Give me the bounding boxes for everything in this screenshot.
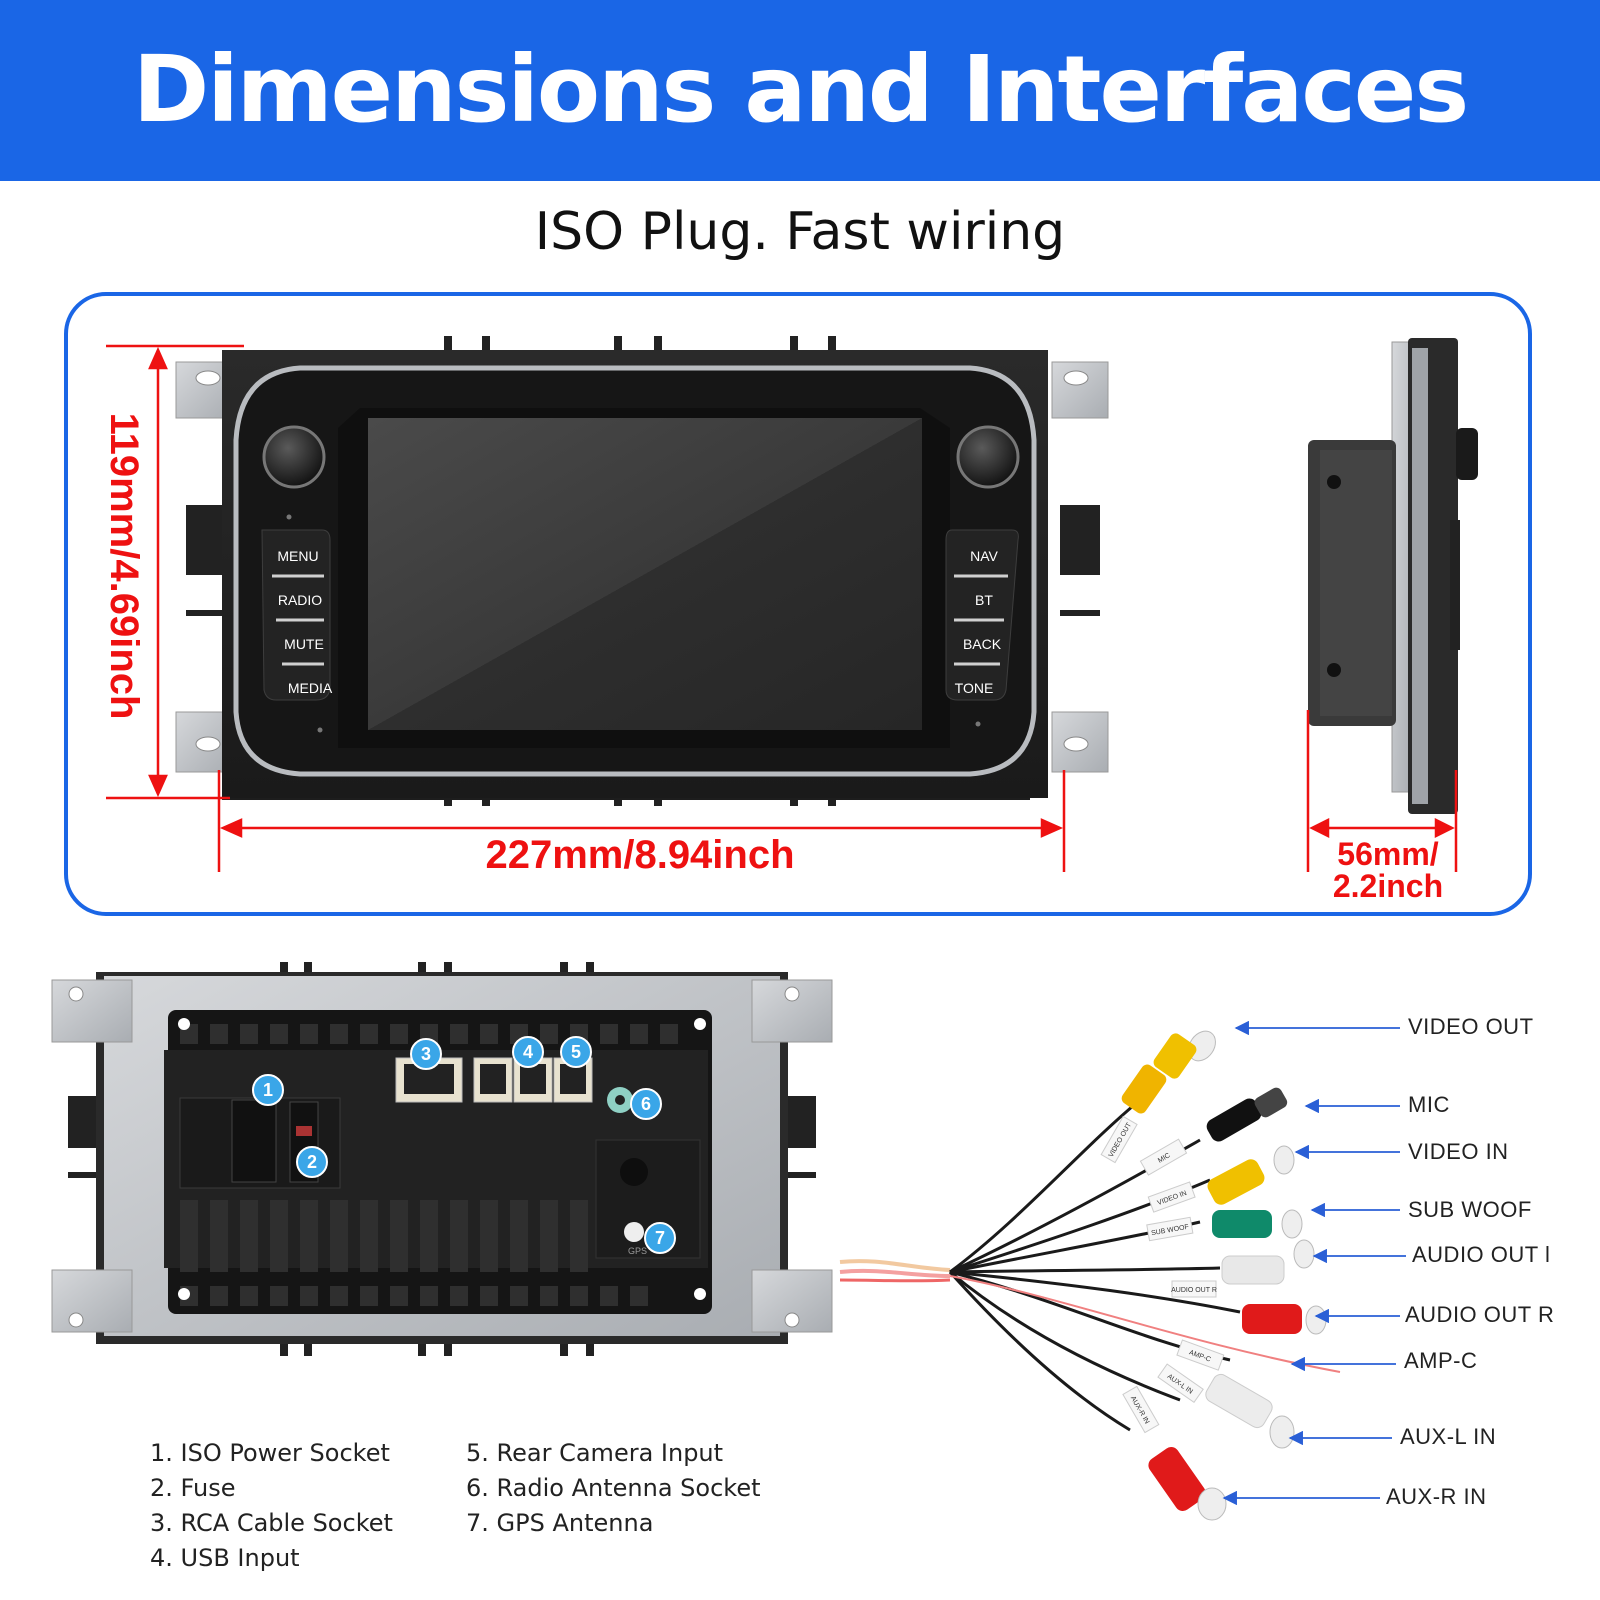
connector-badge-number: 2 (307, 1152, 317, 1172)
connector-badge-number: 1 (263, 1080, 273, 1100)
front-button-menu: MENU (277, 548, 318, 564)
connector-badge-7: 7 (644, 1222, 676, 1254)
front-button-mute: MUTE (284, 636, 324, 652)
cable-label-audio-out-l: AUDIO OUT l (1412, 1242, 1551, 1267)
cable-tag: AUX-R IN (1122, 1385, 1160, 1434)
connector-badge-3: 3 (410, 1038, 442, 1070)
cable-tag: SUB WOOF (1146, 1216, 1194, 1242)
legend-item-1: 1. ISO Power Socket (150, 1439, 390, 1467)
tuning-knob (956, 425, 1020, 489)
aux-r-plug (1148, 1446, 1227, 1521)
rear-panel: GPS 1 2 3 4 5 6 7 (51, 962, 833, 1356)
front-button-tone: TONE (955, 680, 994, 696)
connector-badge-number: 3 (421, 1044, 431, 1064)
connector-badge-number: 6 (641, 1094, 651, 1114)
width-label: 227mm/8.94inch (485, 833, 795, 877)
sub-woof-plug (1212, 1209, 1303, 1239)
product-frame (64, 292, 1532, 916)
gps-mark: GPS (628, 1246, 647, 1256)
cable-tag-text: AUDIO OUT R (1171, 1287, 1217, 1294)
cable-tag: MIC (1139, 1138, 1188, 1176)
legend-item-6: 6. Radio Antenna Socket (466, 1474, 761, 1502)
video-in-plug (1207, 1145, 1295, 1205)
page-subtitle: ISO Plug. Fast wiring (534, 202, 1066, 262)
front-unit: MENU RADIO MUTE MEDIA NAV BT BACK TONE (175, 336, 1109, 806)
connector-badge-6: 6 (630, 1088, 662, 1120)
connector-badge-1: 1 (252, 1074, 284, 1106)
cable-label-audio-out-r: AUDIO OUT R (1405, 1302, 1555, 1327)
front-button-nav: NAV (970, 548, 998, 564)
cable-label-sub-woof: SUB WOOF (1408, 1197, 1532, 1222)
cable-tag: AUDIO OUT R (1171, 1280, 1217, 1298)
front-button-bt: BT (975, 592, 993, 608)
depth-label-line1: 56mm/ (1337, 836, 1439, 872)
connector-badge-number: 4 (523, 1042, 533, 1062)
front-button-media: MEDIA (288, 680, 333, 696)
connector-badge-4: 4 (512, 1036, 544, 1068)
connector-badge-number: 5 (571, 1042, 581, 1062)
legend-item-2: 2. Fuse (150, 1474, 236, 1502)
cable-label-aux-r-in: AUX-R IN (1386, 1484, 1487, 1509)
connector-badge-2: 2 (296, 1146, 328, 1178)
height-label: 119mm/4.69inch (102, 412, 146, 720)
cable-tag: VIDEO IN (1147, 1181, 1196, 1213)
page-title: Dimensions and Interfaces (132, 36, 1469, 143)
cable-tag: VIDEO OUT (1100, 1115, 1138, 1164)
depth-label-line2: 2.2inch (1332, 868, 1444, 904)
front-button-back: BACK (963, 636, 1002, 652)
head-unit-screen (368, 418, 922, 730)
audio-out-l-plug (1221, 1239, 1315, 1285)
mic-plug (1206, 1087, 1288, 1142)
legend-item-7: 7. GPS Antenna (466, 1509, 654, 1537)
connector-badge-number: 7 (655, 1228, 665, 1248)
legend-item-4: 4. USB Input (150, 1544, 300, 1572)
legend-item-3: 3. RCA Cable Socket (150, 1509, 393, 1537)
height-dimension (106, 344, 244, 800)
cable-tag: AUX-L IN (1157, 1363, 1204, 1404)
cable-label-mic: MIC (1408, 1092, 1450, 1117)
side-unit (1308, 338, 1478, 814)
connector-badge-5: 5 (560, 1036, 592, 1068)
width-dimension (217, 770, 1066, 872)
video-out-plug (1121, 1030, 1216, 1114)
audio-out-r-plug (1242, 1304, 1327, 1335)
cable-label-video-in: VIDEO IN (1408, 1139, 1509, 1164)
cable-tag: AMP-C (1176, 1339, 1225, 1371)
depth-label: 56mm/ 2.2inch (1318, 838, 1458, 902)
header-banner (0, 0, 1600, 181)
volume-knob (262, 425, 326, 489)
cable-label-aux-l-in: AUX-L IN (1400, 1424, 1497, 1449)
cable-label-amp-c: AMP-C (1404, 1348, 1478, 1373)
legend-item-5: 5. Rear Camera Input (466, 1439, 724, 1467)
front-button-radio: RADIO (278, 592, 322, 608)
cable-label-video-out: VIDEO OUT (1408, 1014, 1534, 1039)
depth-dimension (1306, 710, 1458, 872)
aux-l-plug (1205, 1373, 1295, 1449)
